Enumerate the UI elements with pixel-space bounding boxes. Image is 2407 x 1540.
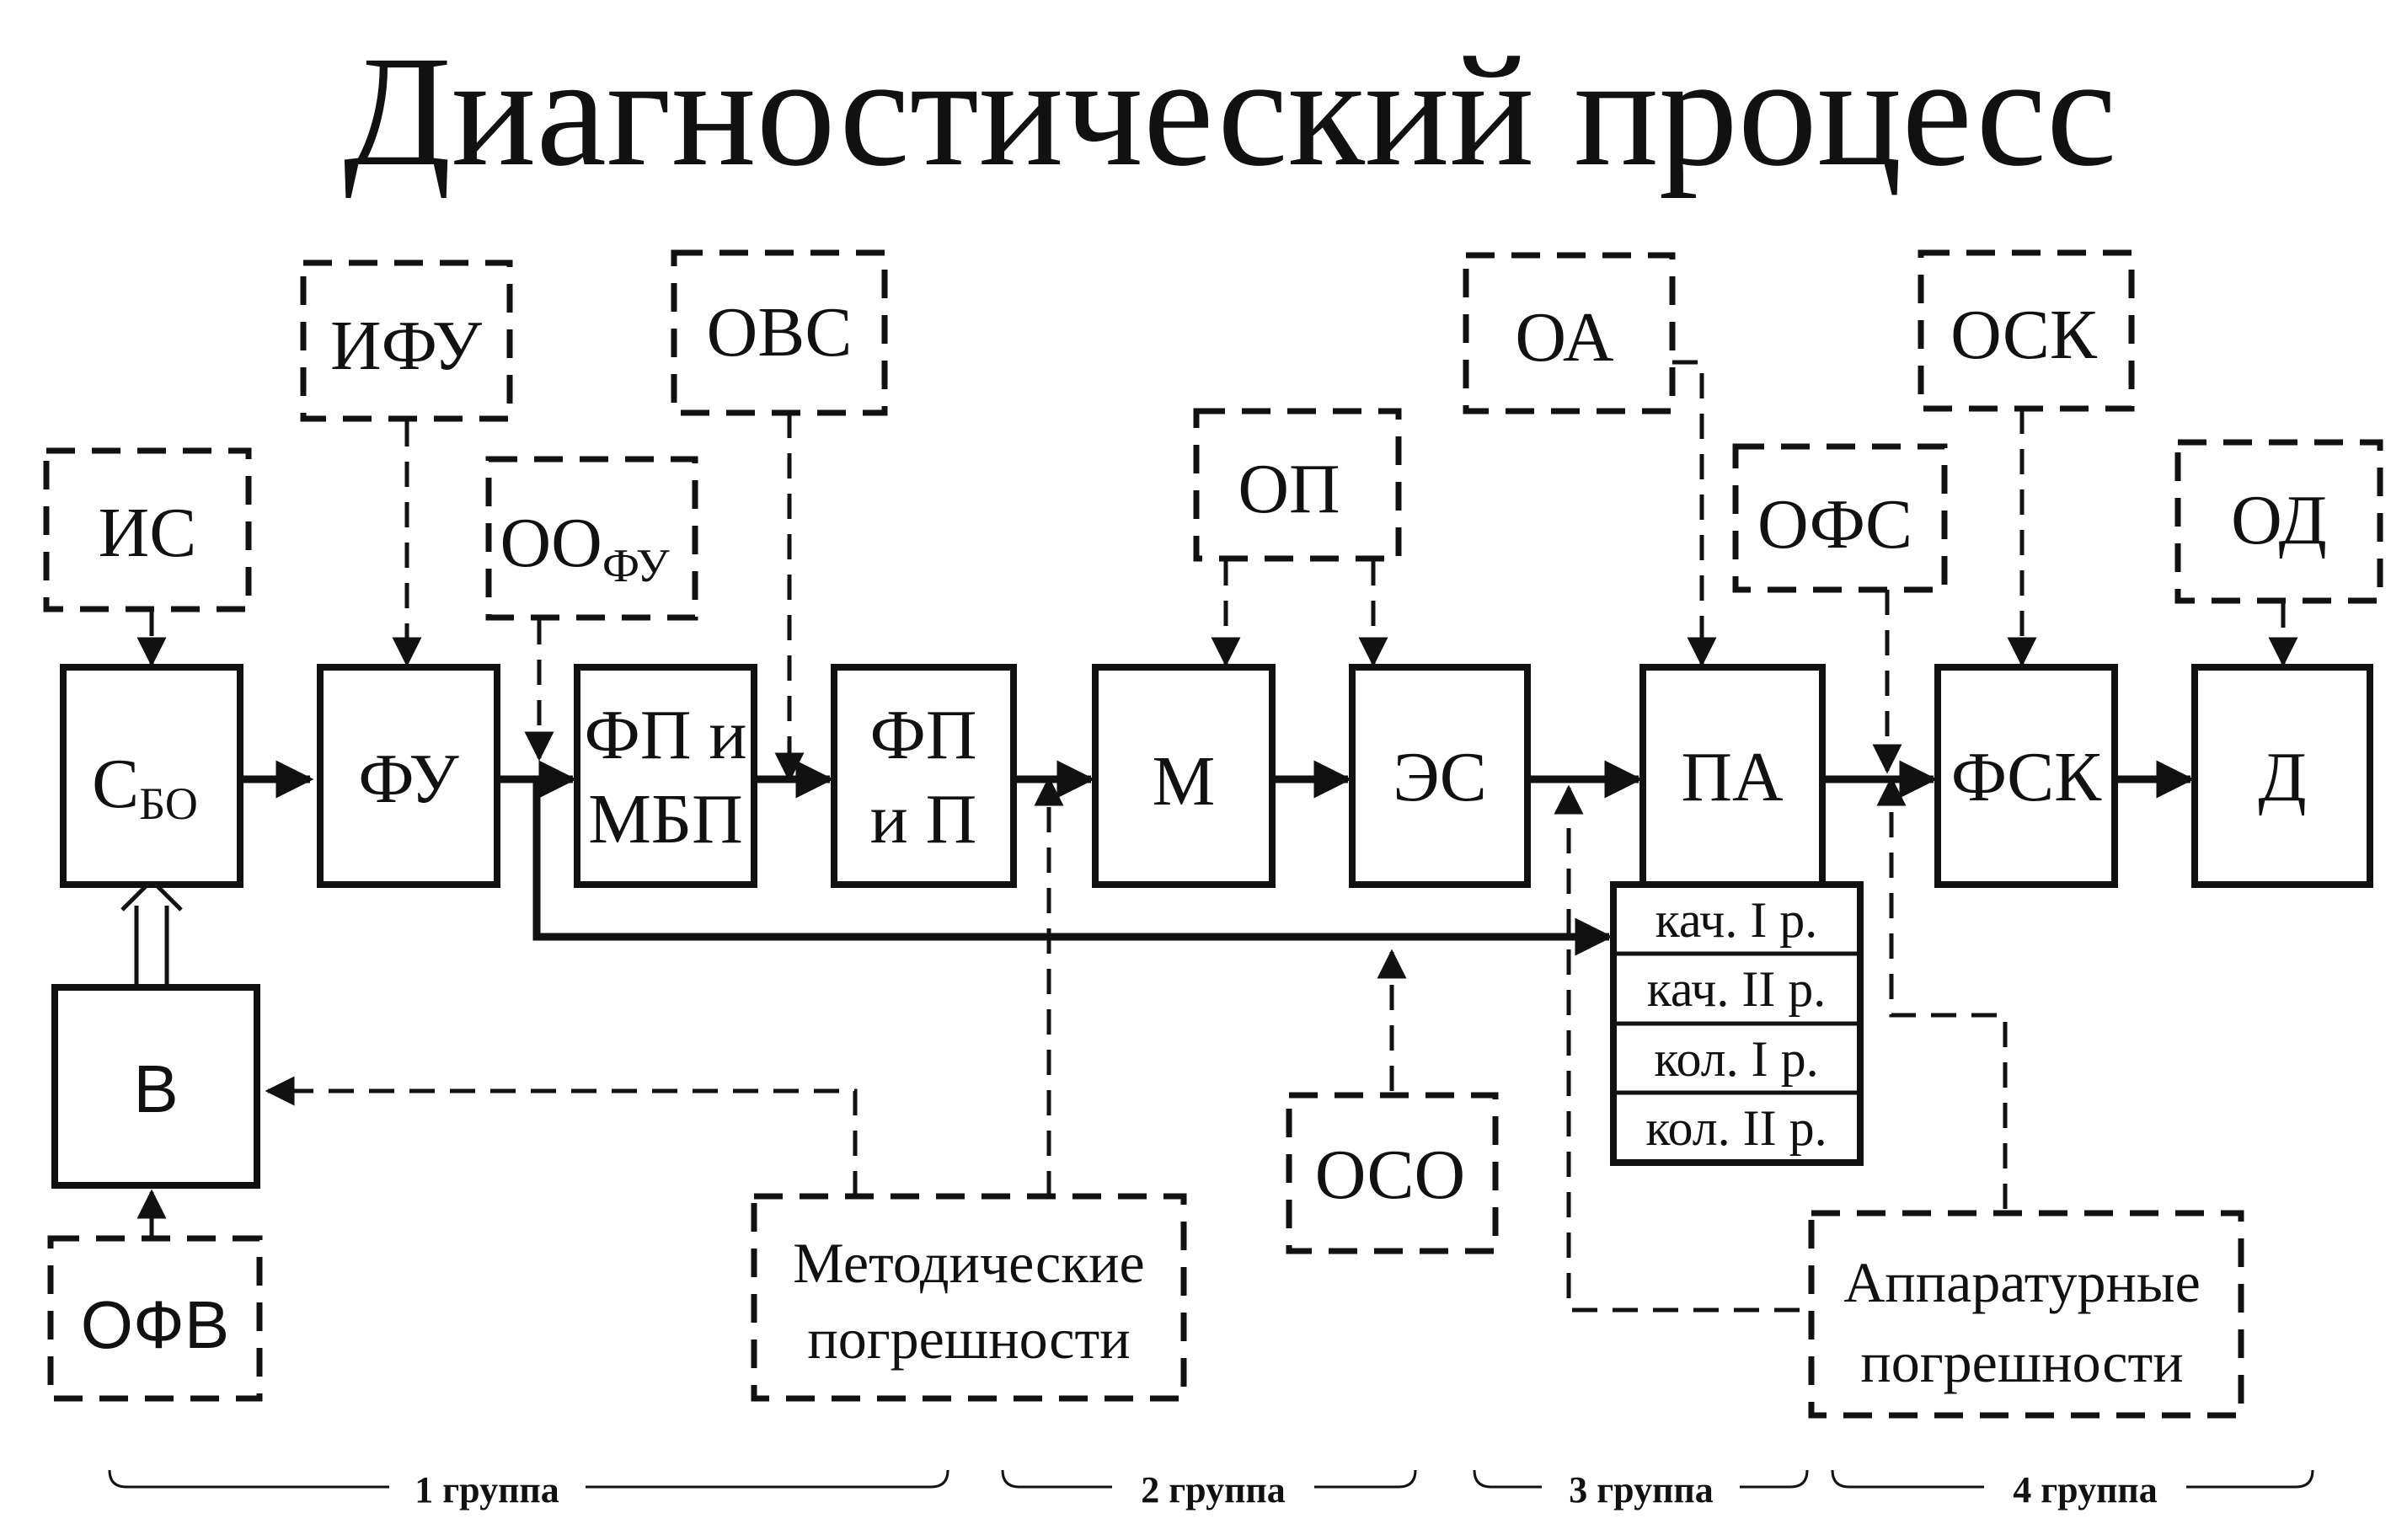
- block-pa-label: ПА: [1681, 738, 1784, 816]
- group-2-label: 2 группа: [1141, 1469, 1286, 1511]
- svg-text:ОА: ОА: [1515, 298, 1613, 377]
- error-box-osk: ОСК: [1918, 249, 2135, 412]
- svg-text:ИС: ИС: [99, 494, 197, 572]
- error-box-op: ОП: [1193, 408, 1402, 562]
- group-1-label: 1 группа: [415, 1469, 559, 1511]
- svg-text:ИФУ: ИФУ: [330, 307, 483, 385]
- block-fp-mbp: ФП и МБП: [574, 664, 757, 888]
- svg-text:ОСК: ОСК: [1950, 296, 2098, 374]
- group-4-brace-right: [2186, 1469, 2314, 1489]
- svg-text:ОВС: ОВС: [707, 293, 853, 372]
- block-fp-p-line2: и П: [870, 780, 977, 858]
- error-box-is: ИС: [43, 447, 252, 612]
- svg-text:Аппаратурные: Аппаратурные: [1843, 1250, 2201, 1314]
- group-1-brace-right: [586, 1469, 949, 1489]
- connector-hw-to-fsk-link: [1876, 776, 2008, 1209]
- block-m: М: [1092, 664, 1276, 888]
- block-fp-mbp-line1: ФП и: [585, 696, 747, 774]
- error-box-ifu: ИФУ: [300, 259, 513, 422]
- block-fsk: ФСК: [1934, 664, 2118, 888]
- error-box-oa: ОА: [1463, 252, 1676, 414]
- group-3-brace-right: [1740, 1469, 1809, 1489]
- block-es: ЭС: [1349, 664, 1531, 888]
- group-4-label: 4 группа: [2013, 1469, 2158, 1511]
- flow-bypass-bus-to-pa-table: [532, 779, 1613, 956]
- pa-table-row: кол. I р.: [1654, 1031, 1818, 1087]
- block-fp-mbp-line2: МБП: [588, 780, 743, 858]
- error-box-oso: ОСО: [1286, 1092, 1499, 1254]
- group-3-label: 3 группа: [1569, 1469, 1714, 1511]
- block-fp-p-line1: ФП: [869, 696, 976, 774]
- v-to-sbo-double-arrow: [120, 877, 183, 986]
- block-fp-p: ФП и П: [831, 664, 1017, 888]
- svg-text:ОСО: ОСО: [1315, 1136, 1465, 1214]
- svg-text:погрешности: погрешности: [807, 1307, 1130, 1371]
- error-box-oo-fu: ООФУ: [485, 456, 698, 621]
- block-pa: ПА: [1639, 664, 1826, 888]
- pa-table: кач. I р. кач. II р. кол. I р. кол. II р…: [1610, 881, 1864, 1166]
- error-box-ofv: ОФВ: [47, 1235, 263, 1402]
- block-es-label: ЭС: [1393, 738, 1486, 816]
- block-fsk-label: ФСК: [1951, 738, 2102, 816]
- group-3-brace-left: [1473, 1469, 1542, 1489]
- pa-table-row: кач. II р.: [1647, 961, 1827, 1017]
- block-m-label: М: [1153, 742, 1216, 821]
- pa-table-row: кач. I р.: [1655, 892, 1818, 948]
- main-flow: [242, 760, 2195, 956]
- group-braces: 1 группа 2 группа 3 группа 4 группа: [108, 1469, 2314, 1511]
- error-box-hardware: Аппаратурные погрешности: [1808, 1210, 2244, 1419]
- block-fu-label: ФУ: [358, 740, 459, 818]
- page-title: Диагностический процесс: [344, 23, 2117, 199]
- dashed-connectors: [136, 360, 2298, 1313]
- error-box-methodical: Методические погрешности: [751, 1193, 1187, 1402]
- error-box-ofs: ОФС: [1732, 443, 1948, 593]
- svg-text:ОП: ОП: [1238, 450, 1340, 528]
- svg-text:ООФУ: ООФУ: [500, 504, 670, 592]
- connector-method-to-v: [265, 1076, 858, 1196]
- svg-text:ОФС: ОФС: [1757, 485, 1912, 564]
- block-sbo: СБО: [60, 664, 243, 888]
- svg-text:ОФВ: ОФВ: [81, 1287, 229, 1362]
- pa-table-row: кол. II р.: [1645, 1100, 1827, 1156]
- block-fu: ФУ: [317, 664, 500, 888]
- svg-text:погрешности: погрешности: [1860, 1330, 2183, 1394]
- group-1-brace-left: [108, 1469, 389, 1489]
- connector-hw-to-es-link: [1554, 784, 1811, 1313]
- error-box-ovs: ОВС: [671, 249, 888, 416]
- block-d-label: Д: [2258, 738, 2306, 816]
- error-box-od: ОД: [2174, 439, 2383, 604]
- block-d: Д: [2191, 664, 2373, 888]
- block-v: В: [51, 984, 260, 1189]
- svg-text:ОД: ОД: [2231, 481, 2327, 559]
- block-sbo-label: СБО: [92, 745, 198, 829]
- group-2-brace-left: [1001, 1469, 1112, 1489]
- svg-text:Методические: Методические: [793, 1231, 1144, 1295]
- group-2-brace-right: [1314, 1469, 1417, 1489]
- connector-oa-to-pa: [1672, 360, 1717, 667]
- group-4-brace-left: [1831, 1469, 1984, 1489]
- block-v-label: В: [133, 1051, 178, 1126]
